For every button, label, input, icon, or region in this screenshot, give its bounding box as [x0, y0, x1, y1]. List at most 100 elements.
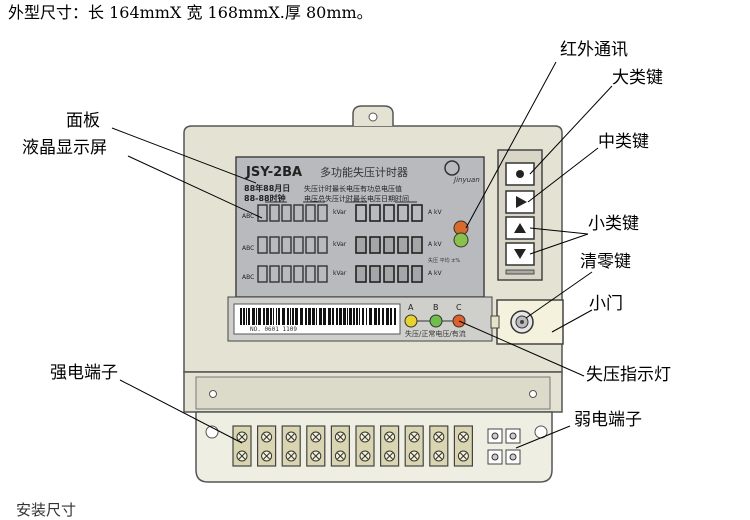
lamp-label: B [433, 303, 439, 312]
barcode-bar [308, 308, 311, 325]
lcd-header-right: 失压计时最长电压有功总电压值 [304, 184, 402, 193]
screw-slot [287, 452, 295, 460]
label-big-key: 大类键 [612, 68, 663, 88]
barcode-bar [292, 308, 294, 325]
lamp-caption: 失压/正常电压/有流 [405, 329, 466, 338]
screw-slot [312, 433, 320, 441]
lcd-side-note: 失压 平均 ±% [428, 257, 460, 264]
leader-under-voltage-light [458, 320, 585, 377]
barcode-bar [374, 308, 377, 325]
lcd-digit-large [411, 236, 423, 254]
lcd-digit [293, 204, 304, 222]
status-lamp [404, 314, 418, 328]
barcode-bar [252, 308, 255, 325]
label-power-terminal: 强电端子 [50, 363, 118, 383]
lcd-digit [257, 265, 268, 283]
leader-panel [111, 127, 257, 184]
label-small-door: 小门 [589, 294, 623, 314]
lcd-digit [269, 204, 280, 222]
lcd-unit: kVar [333, 241, 347, 248]
barcode-bar [282, 308, 285, 325]
lcd-right-unit: A kV [428, 209, 442, 216]
lamp-label: C [456, 303, 462, 312]
screw-slot [435, 433, 443, 441]
lcd-row-prefix: ABC [242, 274, 254, 281]
lcd-digit-large [369, 204, 381, 222]
lcd-digit-large [397, 204, 409, 222]
lcd-digit [317, 236, 328, 254]
barcode-bar [347, 308, 348, 325]
lcd-right-unit: A kV [428, 270, 442, 277]
lcd-row-prefix: ABC [242, 245, 254, 252]
screw-slot [312, 452, 320, 460]
barcode-bar [339, 308, 342, 325]
lamp-label: A [408, 303, 414, 312]
lcd-digit [257, 204, 268, 222]
lcd-digit [305, 236, 316, 254]
lcd-digit [305, 265, 316, 283]
lcd-digit [293, 265, 304, 283]
screw-slot [287, 433, 295, 441]
barcode-bar [276, 308, 277, 325]
lcd-digit [281, 204, 292, 222]
barcode-bar [343, 308, 346, 325]
screw-slot [410, 452, 418, 460]
lcd-digit [281, 265, 292, 283]
leader-signal-terminal [515, 425, 571, 449]
screw-slot [263, 433, 270, 441]
barcode-bar [369, 308, 372, 325]
big-key-dot-icon [516, 170, 524, 178]
barcode-bar [312, 308, 315, 325]
barcode-bar [328, 308, 331, 325]
barcode-bar [246, 308, 247, 325]
lcd-digit-large [355, 204, 367, 222]
signal-terminal-screw [509, 453, 517, 461]
lcd-digit-large [397, 265, 409, 283]
barcode-bar [240, 308, 242, 325]
screw-slot [435, 452, 443, 460]
cover-strip-inner [195, 376, 551, 410]
signal-terminal-screw [491, 453, 499, 461]
lcd-digit [257, 236, 268, 254]
barcode-bar [349, 308, 352, 325]
barcode-bar [256, 308, 257, 325]
lcd-digit-large [411, 265, 423, 283]
barcode-bar [394, 308, 396, 325]
barcode-bar [382, 308, 384, 325]
barcode-bar [386, 308, 389, 325]
barcode [240, 308, 396, 325]
power-terminals [232, 425, 473, 467]
lcd-digit [281, 236, 292, 254]
barcode-bar [336, 308, 338, 325]
lcd-header-right-2: 电压总失压计时最长电压日期时间 [304, 194, 409, 203]
lcd-digit-large [411, 204, 423, 222]
lcd-digit-large [355, 236, 367, 254]
lcd-digit-large [355, 265, 367, 283]
dimensions-text: 外型尺寸：长 164mmX 宽 168mmX.厚 80mm。 [8, 3, 373, 22]
screw-slot [386, 433, 393, 441]
barcode-bar [353, 308, 355, 325]
leader-power-terminal [119, 379, 243, 444]
infrared-port-green [453, 232, 469, 248]
lcd-header-left: 88年88月日 [244, 183, 290, 193]
barcode-bar [316, 308, 317, 325]
lcd-digit-large [369, 265, 381, 283]
leader-small-key-up [529, 227, 589, 235]
screw-slot [410, 433, 418, 441]
barcode-bar [300, 308, 303, 325]
brand-logo [444, 160, 460, 176]
mid-key-play-icon [516, 196, 527, 208]
leader-small-door [551, 309, 593, 333]
barcode-bar [295, 308, 298, 325]
lcd-digit [269, 236, 280, 254]
screw-slot [386, 452, 393, 460]
leader-big-key [529, 85, 613, 175]
lcd-header-left-2: 88-88时钟 [244, 193, 286, 203]
barcode-bar [243, 308, 245, 325]
barcode-bar [266, 308, 269, 325]
barcode-bar [390, 308, 392, 325]
label-panel: 面板 [66, 111, 100, 131]
door-hinge [490, 315, 500, 329]
